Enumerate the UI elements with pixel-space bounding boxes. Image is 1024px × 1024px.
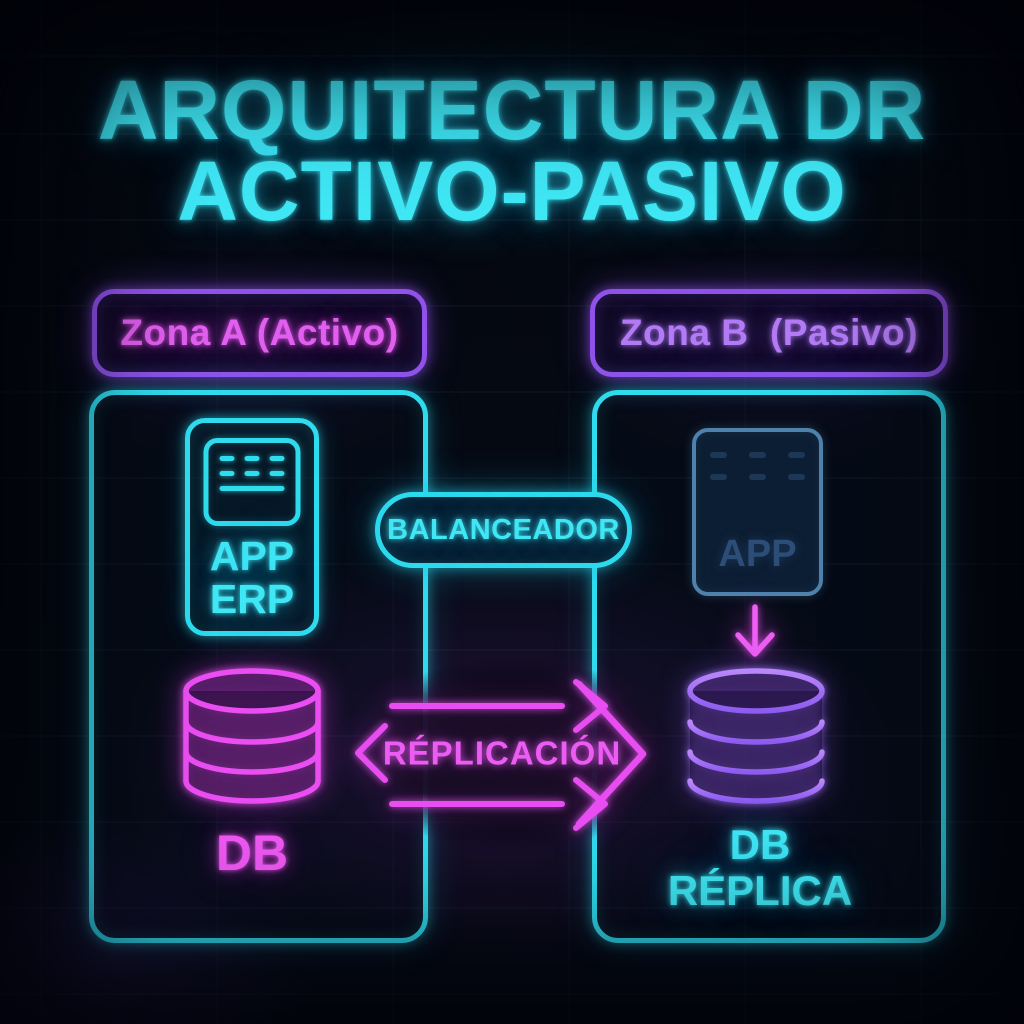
app-passive-card: APP — [692, 428, 823, 596]
replication-arrow-halo — [352, 656, 672, 852]
dash-row — [710, 474, 805, 480]
title-line-1: ARQUITECTURA DR — [97, 63, 927, 157]
document-lines-icon — [203, 438, 301, 526]
document-lines-icon-muted — [696, 432, 819, 480]
db-active-label: DB — [215, 825, 289, 881]
replication-label: RÉPLICACIÓN — [383, 735, 621, 772]
down-arrow-icon — [735, 604, 775, 657]
db-replica-label: DB RÉPLICA — [667, 821, 853, 914]
app-erp-card: APP ERP — [185, 418, 319, 636]
database-icon-active — [183, 668, 321, 804]
page-title: ARQUITECTURA DR ACTIVO-PASIVO — [0, 63, 1024, 238]
dash-row — [219, 471, 285, 476]
balancer-label: BALANCEADOR — [387, 513, 620, 546]
app-passive-label: APP — [718, 533, 797, 575]
zone-a-label: Zona A (Activo) — [120, 312, 399, 353]
zone-b-label: Zona B (Pasivo) — [620, 312, 918, 353]
zone-a-label-box: Zona A (Activo) — [92, 289, 427, 377]
app-erp-label: APP ERP — [209, 533, 295, 622]
balancer-pill: BALANCEADOR — [375, 492, 632, 568]
dash-row — [219, 456, 285, 461]
replication-arrow-icon: RÉPLICACIÓN — [355, 679, 647, 831]
dash-row — [710, 452, 805, 458]
database-icon-replica — [687, 668, 825, 804]
zone-b-label-box: Zona B (Pasivo) — [590, 289, 948, 377]
dash-line — [219, 486, 285, 491]
title-line-2: ACTIVO-PASIVO — [177, 144, 847, 238]
